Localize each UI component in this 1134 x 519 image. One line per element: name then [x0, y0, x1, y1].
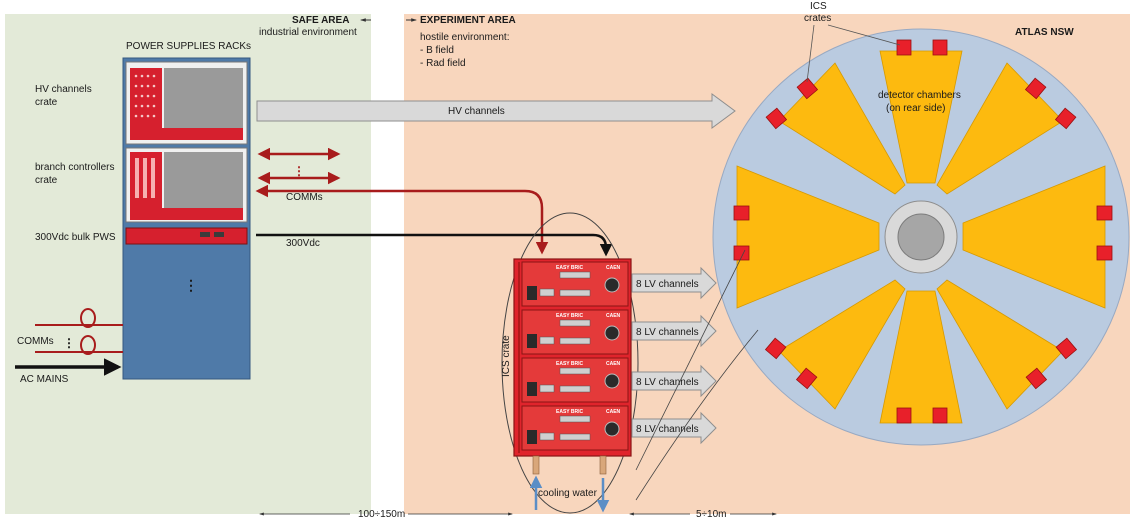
safe-area-subtitle: industrial environment [259, 27, 357, 38]
rad-field-label: - Rad field [420, 58, 466, 69]
rack-vertical-dots: ⋮ [184, 277, 198, 293]
easy-bric-module-2: EASY BRIC CAEN [521, 309, 629, 355]
comms-in-label: COMMs [17, 336, 54, 347]
branch-crate-label-2: crate [35, 175, 58, 186]
vdc-arrow [256, 233, 613, 257]
hv-crate-label-1: HV channels [35, 84, 92, 95]
lv-channels-label-2: 8 LV channels [636, 327, 699, 338]
module-3-vendor: CAEN [606, 361, 621, 367]
atlas-nsw-title: ATLAS NSW [1015, 27, 1074, 38]
comms-to-ics-arrow [255, 184, 549, 255]
ics-crates-pointer-1 [806, 24, 815, 83]
module-4-vendor: CAEN [606, 409, 621, 415]
branch-controllers-crate [125, 147, 248, 223]
ics-crates-label-2: crates [804, 13, 831, 24]
module-3-brand: EASY BRIC [556, 361, 584, 367]
experiment-env-label: hostile environment: [420, 32, 510, 43]
ics-crates-pointer-2 [827, 24, 901, 46]
cooling-pipe-right [599, 455, 607, 475]
ics-crates-label-1: ICS [810, 1, 827, 12]
lv-channels-label-3: 8 LV channels [636, 377, 699, 388]
safe-area-title: SAFE AREA [292, 15, 349, 26]
module-2-vendor: CAEN [606, 313, 621, 319]
cooling-pipe-left [532, 455, 540, 475]
module-1-brand: EASY BRIC [556, 265, 584, 271]
hv-channels-arrow [256, 93, 736, 129]
vdc-label: 300Vdc [286, 238, 320, 249]
ics-crate-ellipse [501, 212, 639, 514]
module-1-vendor: CAEN [606, 265, 621, 271]
ics-crate-label: ICS crate [501, 335, 512, 377]
b-field-label: - B field [420, 45, 454, 56]
lv-cables [635, 249, 759, 501]
bulk-pws-unit [125, 227, 248, 245]
distance-1-label: 100÷150m [358, 509, 405, 519]
hv-crate-dots [134, 74, 156, 118]
bulk-pws-label: 300Vdc bulk PWS [35, 232, 116, 243]
branch-crate-label-1: branch controllers [35, 162, 114, 173]
module-4-brand: EASY BRIC [556, 409, 584, 415]
distance-2-label: 5÷10m [696, 509, 727, 519]
rack-title: POWER SUPPLIES RACKs [126, 41, 251, 52]
lv-channels-label-1: 8 LV channels [636, 279, 699, 290]
beam-pipe [897, 213, 945, 261]
easy-bric-module-1: EASY BRIC CAEN [521, 261, 629, 307]
cooling-water-label: cooling water [538, 488, 598, 499]
comms-dots: ⋮ [293, 164, 305, 178]
hv-crate [125, 61, 248, 145]
easy-bric-module-4: EASY BRIC CAEN [521, 405, 629, 451]
hv-channels-arrow-label: HV channels [448, 106, 505, 117]
ac-mains-label: AC MAINS [20, 374, 69, 385]
lv-channels-label-4: 8 LV channels [636, 424, 699, 435]
hv-crate-label-2: crate [35, 97, 58, 108]
lv-arrow-1: 8 LV channels [631, 266, 717, 300]
easy-bric-module-3: EASY BRIC CAEN [521, 357, 629, 403]
module-2-brand: EASY BRIC [556, 313, 584, 319]
comms-in-dots: ⋮ [63, 336, 75, 350]
comms-in-coil-2 [80, 335, 96, 355]
ics-crate-markers [733, 39, 1113, 424]
lv-arrow-3: 8 LV channels [631, 364, 717, 398]
experiment-area-title: EXPERIMENT AREA [420, 15, 516, 26]
chambers-label-2: (on rear side) [886, 103, 945, 114]
lv-arrow-2: 8 LV channels [631, 314, 717, 348]
comms-in-coil-1 [80, 308, 96, 328]
comms-label: COMMs [286, 192, 323, 203]
chambers-label-1: detector chambers [878, 90, 961, 101]
